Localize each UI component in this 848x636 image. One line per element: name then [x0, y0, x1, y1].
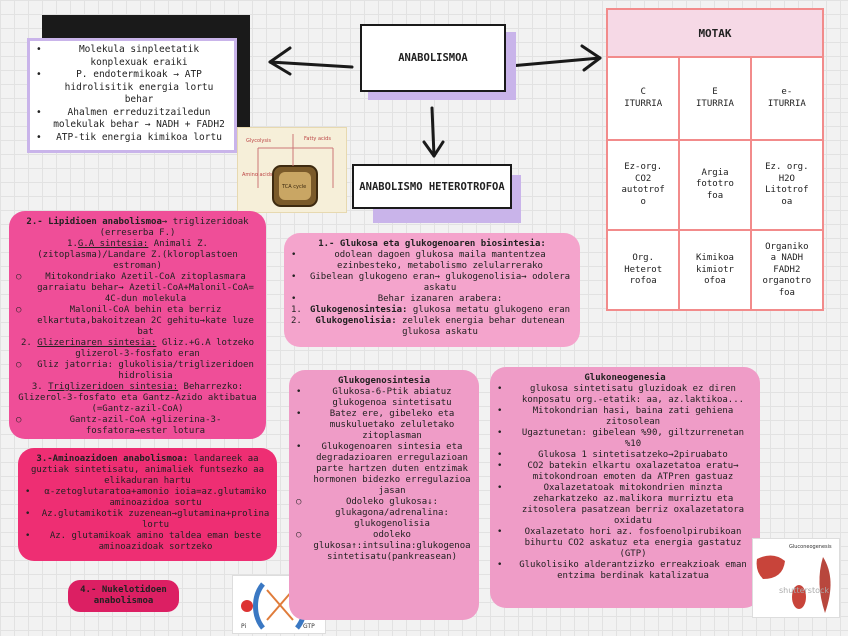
gluconeogenesis-item: •Oxalazetatoak mitokondrien minzta zehar… — [497, 483, 745, 526]
glucose-biosynthesis-box: 1.- Glukosa eta glukogenoaren biosintesi… — [284, 233, 580, 347]
gluconeogenesis-item: •Mitokondrian hasi, baina zati gehiena z… — [497, 406, 734, 427]
arrow-to-heterotrofoa — [430, 106, 436, 158]
image-title: Gluconeogenesis — [789, 544, 832, 550]
gluconeogenesis-box: Glukoneogenesia •glukosa sintetisatu glu… — [490, 367, 760, 608]
metabolism-pathway-image: Glycolysis Fatty acids Amino acids TCA c… — [237, 127, 347, 213]
lipid-substep: ○Mitokondriako Azetil-CoA zitoplasmara g… — [16, 272, 254, 304]
gluconeogenesis-item: •Oxalazetato hori az. fosfoenolpirubikoa… — [497, 527, 742, 559]
lipid-anabolism-box: 2.- Lipidioen anabolismoa→ triglizeridoa… — [9, 211, 266, 439]
lipid-substep: ○Gantz-azil-CoA +glizerina-3-fosfatora→e… — [16, 415, 222, 436]
arrow-to-motak-head — [580, 44, 602, 72]
glucose-item: •odolean dagoen glukosa maila mantentzea… — [291, 250, 546, 271]
glycogenesis-subitem: ○odoleko glukosa↑:intsulina:glukogenoa s… — [296, 530, 471, 562]
motak-cell: Org. Heterot rofoa — [608, 229, 681, 310]
motak-cell: Argia fototro foa — [678, 139, 752, 231]
pathway-label: TCA cycle — [281, 184, 306, 190]
property-item: •Molekula sinpleetatik konplexuak eraiki — [36, 44, 200, 68]
motak-cell: e- ITURRIA — [749, 58, 822, 141]
arrow-to-heterotrofoa-head — [422, 140, 445, 158]
property-item: •Ahalmen erreduzitzailedun molekulak beh… — [36, 106, 225, 131]
motak-table: MOTAK C ITURRIA E ITURRIA e- ITURRIA Ez-… — [606, 8, 824, 311]
motak-cell: C ITURRIA — [608, 58, 681, 141]
diagram-label: GTP — [303, 623, 315, 630]
lipid-title: 2.- Lipidioen anabolismoa→ triglizeridoa… — [26, 217, 249, 238]
lipid-substep: ○Gliz jatorria: glukolisia/triglizeridoe… — [16, 360, 254, 381]
glucose-item: 2.Glukogenolisia: zelulek energia behar … — [291, 316, 565, 337]
diagram-label: Pi — [241, 623, 246, 630]
amino-item: •Az.glutamikotik zuzenean→glutamina+prol… — [25, 509, 270, 530]
amino-item: •α-zetoglutaratoa+amonio ioia=az.glutami… — [25, 487, 267, 508]
pathway-label: Amino acids — [242, 172, 273, 178]
glucose-item: 1.Glukogenosintesia: glukosa metatu gluk… — [291, 305, 571, 315]
gluconeogenesis-item: •Glukosa 1 sintetisatzeko→2piruabato — [497, 450, 728, 460]
motak-cell: Ez. org. H2O Litotrof oa — [749, 139, 822, 231]
glycogenesis-box: Glukogenosintesia •Glukosa-6-Ptik abiatu… — [289, 370, 479, 620]
property-item: •P. endotermikoak → ATP hidrolisitik ene… — [36, 69, 214, 105]
arrow-to-left-box — [268, 60, 354, 69]
motak-cell: Organiko a NADH FADH2 organotro foa — [749, 229, 822, 310]
lipid-substep: ○Malonil-CoA behin eta berriz elkartuta,… — [16, 305, 254, 337]
glucose-item: •Gibelean glukogeno eran→ glukogenolisia… — [291, 272, 571, 293]
lipid-step: 1.G.A sintesia: Animali Z.(zitoplasma)/L… — [37, 239, 238, 271]
motak-cell: E ITURRIA — [678, 58, 752, 141]
gluconeogenesis-item: •CO2 batekin elkartu oxalazetatoa eratu→… — [497, 461, 739, 482]
motak-cell: Kimikoa kimiotr ofoa — [678, 229, 752, 310]
glycogenesis-item: •Glukogenoaren sintesia eta degradazioar… — [296, 442, 471, 496]
arrow-to-motak — [508, 56, 602, 68]
glucose-item: •Behar izanaren arabera: — [291, 294, 503, 304]
properties-box: •Molekula sinpleetatik konplexuak eraiki… — [27, 38, 237, 153]
amino-anabolism-box: 3.-Aminoazidoen anabolismoa: landareek a… — [18, 448, 277, 561]
glycogenesis-item: •Batez ere, gibeleko eta muskuluetako ze… — [296, 409, 455, 441]
gluconeogenesis-item: •Glukolisiko alderantzizko erreakzioak e… — [497, 560, 747, 581]
amino-title: 3.-Aminoazidoen anabolismoa: landareek a… — [31, 454, 264, 486]
glycogenesis-item: •Glukosa-6-Ptik abiatuz glukogenoa sinte… — [296, 387, 452, 408]
gluconeogenesis-image: Gluconeogenesis shutterstock — [752, 538, 840, 618]
motak-header: MOTAK — [608, 10, 822, 58]
arrow-to-left-box-head — [268, 46, 292, 76]
gluconeogenesis-item: •glukosa sintetisatu gluzidoak ez diren … — [497, 384, 745, 405]
glucose-title: 1.- Glukosa eta glukogenoaren biosintesi… — [318, 239, 546, 249]
lipid-step: 3. Triglizeridoen sintesia: Beharrezko: … — [18, 382, 257, 414]
motak-cell: Ez-org. CO2 autotrof o — [608, 139, 681, 231]
amino-item: •Az. glutamikoak amino taldea eman beste… — [25, 531, 262, 552]
pathway-label: Fatty acids — [304, 136, 331, 142]
gluconeogenesis-title: Glukoneogenesia — [584, 373, 666, 383]
nucleotide-anabolism-box: 4.- Nukelotidoen anabolismoa — [68, 580, 179, 612]
glycogenesis-subitem: ○Odoleko glukosa↓: glukagona/adrenalina:… — [296, 497, 449, 529]
lipid-step: 2. Glizerinaren sintesia: Gliz.+G.A lotz… — [20, 338, 255, 359]
heterotrofoa-title: ANABOLISMO HETEROTROFOA — [352, 164, 512, 209]
watermark-text: shutterstock — [779, 586, 829, 595]
property-item: •ATP-tik energia kimikoa lortu — [36, 131, 222, 143]
glycogenesis-title: Glukogenosintesia — [337, 376, 431, 386]
gluconeogenesis-item: •Ugaztunetan: gibelean %90, giltzurrenet… — [497, 428, 745, 449]
main-title: ANABOLISMOA — [360, 24, 506, 92]
pathway-label: Glycolysis — [246, 138, 271, 144]
